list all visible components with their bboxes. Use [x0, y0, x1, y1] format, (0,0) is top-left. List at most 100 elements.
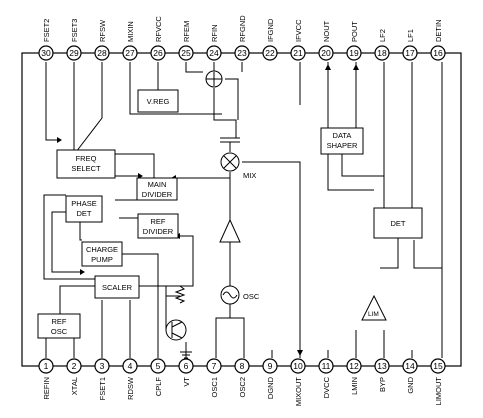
mix-label: MIX: [243, 171, 256, 180]
scaler-text: SCALER: [102, 283, 133, 292]
charge-pump-block: [81, 241, 123, 267]
pin-label: FSET3: [70, 19, 79, 42]
pin-label: XTAL: [70, 377, 79, 395]
arrow-mixout: [297, 350, 303, 356]
pin-circle: [402, 45, 418, 61]
pin-number: 14: [405, 361, 415, 371]
main-divider-block: [136, 177, 178, 201]
pin-number: 12: [349, 361, 359, 371]
det-block: [373, 207, 423, 239]
pin-label: RDSW: [126, 376, 135, 400]
pin-number: 28: [97, 48, 107, 58]
pin-circle: [94, 358, 110, 374]
pin-number: 7: [212, 361, 217, 371]
charge-pump-text-2: PUMP: [91, 255, 113, 264]
pin-number: 9: [268, 361, 273, 371]
arrow-nout: [325, 64, 331, 70]
pin-label: NOUT: [322, 20, 331, 42]
pin-label: MIXIN: [126, 21, 135, 42]
pin-circle: [262, 45, 278, 61]
pin-label: LIMOUT: [434, 377, 443, 406]
ref-divider-text-2: DIVIDER: [143, 227, 174, 236]
ref-osc-text-1: REF: [52, 317, 67, 326]
vt-transistor-icon: [165, 319, 187, 341]
limiter-icon: [361, 294, 387, 321]
pin-number: 22: [265, 48, 275, 58]
ref-divider-text-1: REF: [151, 217, 166, 226]
pin-label: POUT: [350, 21, 359, 42]
osc-label: OSC: [243, 292, 260, 301]
oscillator-icon: [220, 285, 240, 305]
pin-number: 19: [349, 48, 359, 58]
ref-osc-text-2: OSC: [51, 327, 68, 336]
pin-circle: [234, 358, 250, 374]
pin-number: 26: [153, 48, 163, 58]
pin-number: 30: [41, 48, 51, 58]
pin-label: GND: [406, 376, 415, 393]
pin-label: DGND: [266, 376, 275, 399]
bottom-pin-6: 6VT: [178, 358, 194, 387]
top-pin-row: 30FSET229FSET328RFSW27MIXIN26RFVCC25RFEM…: [38, 15, 446, 61]
pin-circle: [122, 358, 138, 374]
pin-circle: [318, 45, 334, 61]
pin-number: 27: [125, 48, 135, 58]
wiring: [43, 62, 443, 359]
pin-number: 21: [293, 48, 303, 58]
data-shaper-block: [320, 127, 364, 155]
pin-number: 24: [209, 48, 219, 58]
pin-label: IFVCC: [294, 19, 303, 42]
pin-number: 20: [321, 48, 331, 58]
pin-circle: [290, 45, 306, 61]
pin-label: RFSW: [98, 19, 107, 42]
top-pin-21: 21 IFVCC: [290, 19, 306, 61]
pin-label: DVCC: [322, 376, 331, 398]
top-pin-20: 20 NOUT: [318, 20, 334, 61]
pin-number: 16: [433, 48, 443, 58]
pin-label: LF2: [378, 29, 387, 42]
top-pin-19: 19 POUT: [346, 21, 362, 61]
ref-divider-block: [137, 213, 179, 239]
limiter-label: LIM: [368, 311, 379, 318]
bottom-pin-row: 1REFIN2XTAL3FSET14RDSW5CPLF6VT7OSC18OSC2…: [38, 358, 446, 406]
pin-label: LMIN: [350, 377, 359, 395]
scaler-block: [94, 275, 140, 299]
pin-circle: [178, 358, 194, 374]
pin-number: 10: [293, 361, 303, 371]
pin-number: 8: [240, 361, 245, 371]
pin-label: RFGND: [238, 15, 247, 42]
phase-det-text-1: PHASE: [71, 199, 96, 208]
pin-label: RFEM: [182, 21, 191, 42]
pin-number: 5: [156, 361, 161, 371]
pin-circle: [122, 45, 138, 61]
pin-number: 11: [322, 361, 331, 371]
pin-label: VT: [182, 377, 191, 387]
pin-circle: [346, 45, 362, 61]
mixer-icon: [220, 152, 240, 172]
pin-circle: [290, 358, 306, 374]
function-blocks: V.REG FREQ SELECT MAIN DIVIDER PHASE DET…: [37, 89, 423, 339]
pin-number: 23: [237, 48, 247, 58]
pin-label: LF1: [406, 29, 415, 42]
phase-det-block: [65, 195, 103, 223]
pin-number: 2: [72, 361, 77, 371]
pin-circle: [150, 45, 166, 61]
ref-osc-block: [37, 313, 81, 339]
pin-number: 1: [44, 361, 49, 371]
pin-label: CPLF: [154, 377, 163, 397]
vreg-block: [137, 89, 179, 113]
